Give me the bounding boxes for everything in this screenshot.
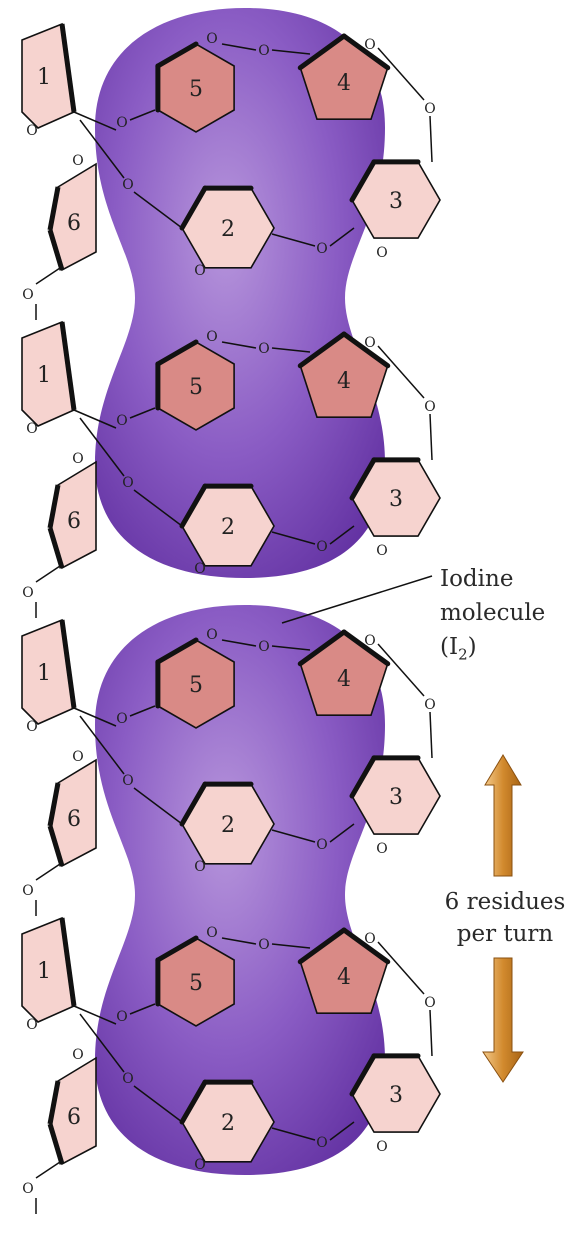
oxygen-atom: O [22,883,33,899]
oxygen-atom: O [72,1047,83,1063]
residue-number: 4 [337,965,351,990]
oxygen-atom: O [26,123,37,139]
glycosidic-bond [430,414,432,460]
residue-number: 4 [337,667,351,692]
iodine-leader-line [282,576,432,623]
oxygen-atom: O [376,1139,387,1155]
glycosidic-bond [36,566,60,582]
oxygen-atom: O [22,287,33,303]
residue-number: 2 [221,1111,235,1136]
oxygen-atom: O [424,399,435,415]
iodine-molecule-label: Iodine molecule (I2) [440,562,545,672]
turn-label-line1: 6 residues [445,889,566,915]
oxygen-atom: O [376,245,387,261]
oxygen-atom: O [22,585,33,601]
oxygen-atom: O [116,1009,127,1025]
oxygen-atom: O [116,115,127,131]
oxygen-atom: O [194,263,205,279]
residue-number: 1 [37,363,51,388]
residue-number: 3 [389,1083,403,1108]
iodine-label-line1: Iodine [440,566,513,592]
oxygen-atom: O [194,1157,205,1173]
oxygen-atom: O [116,711,127,727]
glycosidic-bond [430,1010,432,1056]
glycosidic-bond [36,864,60,880]
iodine-formula-open: (I [440,634,458,660]
oxygen-atom: O [316,837,327,853]
residue-number: 6 [67,807,81,832]
oxygen-atom: O [316,241,327,257]
residue-number: 6 [67,509,81,534]
residue-number: 3 [389,189,403,214]
residue-number: 6 [67,211,81,236]
oxygen-atom: O [364,37,375,53]
residue-number: 4 [337,369,351,394]
oxygen-atom: O [22,1181,33,1197]
glycosidic-bond [36,1162,60,1178]
glycosidic-bond [36,268,60,284]
oxygen-atom: O [364,633,375,649]
iodine-formula: (I2) [440,630,545,672]
oxygen-atom: O [206,627,217,643]
oxygen-atom: O [122,1071,133,1087]
glycosidic-bond [430,712,432,758]
turn-label-line2: per turn [457,921,554,947]
arrow-up [485,755,521,876]
residues-per-turn-label: 6 residues per turn [428,886,582,950]
oxygen-atom: O [72,153,83,169]
residue-number: 3 [389,785,403,810]
oxygen-atom: O [122,475,133,491]
residue-number: 5 [189,971,203,996]
oxygen-atom: O [316,539,327,555]
oxygen-atom: O [424,697,435,713]
iodine-formula-close: ) [468,634,477,660]
oxygen-atom: O [122,773,133,789]
oxygen-atom: O [194,859,205,875]
oxygen-atom: O [26,421,37,437]
residue-number: 1 [37,65,51,90]
iodine-formula-subscript: 2 [458,646,468,664]
oxygen-atom: O [258,341,269,357]
residue-number: 5 [189,673,203,698]
residue-number: 4 [337,71,351,96]
oxygen-atom: O [424,995,435,1011]
residue-number: 3 [389,487,403,512]
residue-number: 5 [189,375,203,400]
oxygen-atom: O [206,31,217,47]
oxygen-atom: O [206,925,217,941]
oxygen-atom: O [194,561,205,577]
residue-number: 5 [189,77,203,102]
oxygen-atom: O [364,335,375,351]
residue-number: 1 [37,661,51,686]
residue-number: 1 [37,959,51,984]
residue-number: 6 [67,1105,81,1130]
oxygen-atom: O [72,451,83,467]
oxygen-atom: O [376,543,387,559]
oxygen-atom: O [72,749,83,765]
oxygen-atom: O [376,841,387,857]
oxygen-atom: O [424,101,435,117]
oxygen-atom: O [258,937,269,953]
oxygen-atom: O [258,639,269,655]
oxygen-atom: O [26,1017,37,1033]
oxygen-atom: O [258,43,269,59]
residue-number: 2 [221,515,235,540]
oxygen-atom: O [122,177,133,193]
oxygen-atom: O [316,1135,327,1151]
residue-number: 2 [221,813,235,838]
oxygen-atom: O [116,413,127,429]
oxygen-atom: O [364,931,375,947]
glycosidic-bond [430,116,432,162]
arrow-down [483,958,523,1082]
residue-number: 2 [221,217,235,242]
oxygen-atom: O [206,329,217,345]
oxygen-atom: O [26,719,37,735]
iodine-label-line2: molecule [440,600,545,626]
